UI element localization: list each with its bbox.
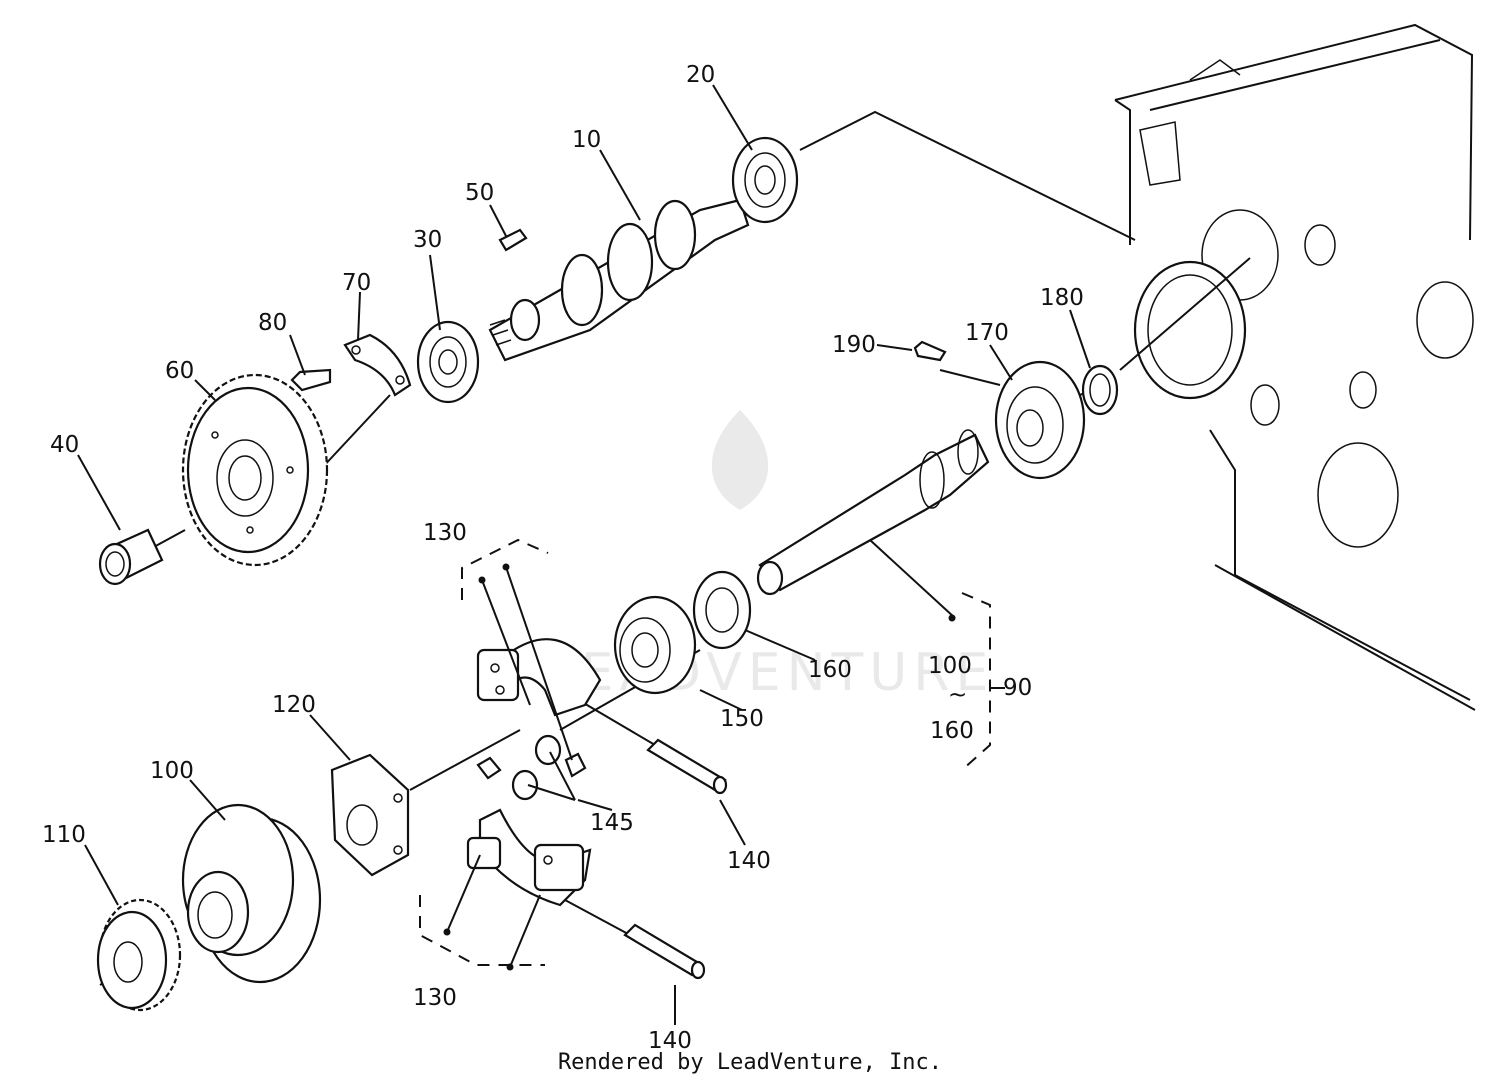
bearing-170 [994,360,1086,480]
gear-110 [96,898,182,1012]
label-130-lower: 130 [413,985,457,1011]
washer-160 [692,570,752,650]
plate-120 [330,753,410,877]
label-140-lower: 140 [648,1028,692,1054]
bearing-20 [731,136,799,224]
set-screw-190 [913,340,947,362]
label-90: 90 [1003,675,1032,701]
governor-weight-upper [476,638,602,717]
label-170: 170 [965,320,1009,346]
label-50: 50 [465,180,494,206]
governor-weight-lower [466,808,592,907]
label-60: 60 [165,358,194,384]
label-10: 10 [572,127,601,153]
label-120: 120 [272,692,316,718]
drum-100 [181,803,322,984]
key [498,228,528,252]
watermark-flame-icon [711,410,769,510]
pin-140-lower [623,923,706,980]
label-30: 30 [413,227,442,253]
callout-leaders [77,84,1091,1025]
snap-ring-180 [1081,364,1119,416]
bearing-30 [416,320,480,404]
sleeve-150 [613,595,697,695]
label-190: 190 [832,332,876,358]
governor-shaft [756,429,990,596]
label-160: 160 [808,657,852,683]
label-tilde: ~ [948,682,967,708]
credit-footer: Rendered by LeadVenture, Inc. [557,1050,943,1075]
label-40: 40 [50,432,79,458]
label-100: 100 [150,758,194,784]
pin-140-upper [646,738,728,795]
label-110: 110 [42,822,86,848]
label-70: 70 [342,270,371,296]
label-80: 80 [258,310,287,336]
collar-40 [98,528,164,586]
label-145: 145 [590,810,634,836]
label-150: 150 [720,706,764,732]
engine-block [1114,23,1476,711]
part-labels: 10 20 30 40 50 60 70 80 90 100 ~ 160 100… [42,62,1084,1054]
label-180: 180 [1040,285,1084,311]
label-20: 20 [686,62,715,88]
label-100-range: 100 [928,653,972,679]
label-130-upper: 130 [423,520,467,546]
bolt-80 [290,368,332,392]
retainer-plate [343,333,412,397]
label-160-range: 160 [930,718,974,744]
gear-60 [181,373,329,567]
label-140-upper: 140 [727,848,771,874]
pins-145 [476,734,587,801]
camshaft [488,198,750,362]
